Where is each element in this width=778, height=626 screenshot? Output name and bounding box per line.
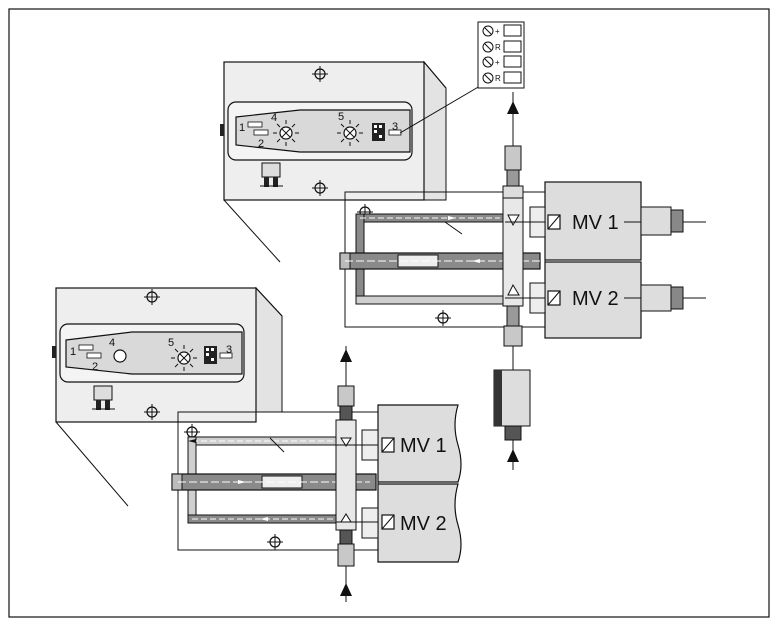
crosshair-icon — [266, 533, 284, 551]
solenoid-icon — [381, 514, 395, 530]
valve-label-mv2: MV 2 — [400, 513, 447, 535]
flow-arrow-icon — [340, 349, 352, 362]
lower-housing — [52, 286, 283, 507]
terminal-block: + R + R — [477, 21, 525, 89]
lower-pipes — [171, 436, 377, 524]
valve-label-mv1: MV 1 — [400, 435, 447, 457]
svg-text:+: + — [495, 58, 500, 67]
cable-gland-icon — [92, 385, 115, 410]
lower-valve-mv2: MV 2 — [336, 483, 462, 563]
panel-number-2: 2 — [92, 361, 98, 373]
solenoid-icon — [547, 290, 561, 306]
flow-arrow-icon — [507, 101, 519, 114]
valve-label-mv2: MV 2 — [572, 288, 619, 310]
panel-number-5: 5 — [168, 337, 174, 349]
panel-number-4: 4 — [271, 112, 277, 124]
solenoid-icon — [381, 437, 395, 453]
figure-frame — [8, 8, 770, 618]
terminal-row: + — [482, 24, 522, 37]
terminal-row: + — [482, 55, 522, 68]
lower-valve-mv1: MV 1 — [336, 404, 462, 483]
dip-switch-icon — [204, 346, 217, 364]
cable-gland-icon — [260, 162, 283, 187]
flow-arrow-icon — [507, 449, 519, 462]
solenoid-icon — [547, 214, 561, 230]
panel-number-2: 2 — [258, 138, 264, 150]
lower-vertical-fittings — [335, 346, 357, 602]
terminal-row: R — [482, 71, 522, 84]
upper-housing — [220, 60, 447, 263]
dip-switch-icon — [372, 123, 385, 141]
svg-text:R: R — [495, 43, 501, 52]
upper-front-panel: 1 2 4 5 3 — [227, 85, 481, 161]
valve-label-mv1: MV 1 — [572, 212, 619, 234]
svg-text:R: R — [495, 74, 501, 83]
upper-vertical-fittings — [493, 92, 531, 470]
upper-unit: 1 2 4 5 3 + R — [220, 21, 706, 470]
lower-front-panel: 1 2 4 5 3 — [59, 323, 245, 383]
panel-number-5: 5 — [338, 111, 344, 123]
panel-number-4: 4 — [109, 337, 115, 349]
panel-number-1: 1 — [239, 122, 245, 134]
led-icon — [113, 349, 127, 363]
terminal-row: R — [482, 40, 522, 53]
flow-arrow-icon — [340, 583, 352, 596]
upper-valve-mv1: MV 1 — [505, 181, 706, 261]
panel-number-3: 3 — [226, 344, 232, 356]
svg-text:+: + — [495, 27, 500, 36]
lower-unit: 1 2 4 5 3 — [52, 286, 462, 602]
upper-valve-mv2: MV 2 — [505, 261, 706, 339]
panel-number-1: 1 — [70, 346, 76, 358]
crosshair-icon — [434, 309, 452, 327]
panel-number-3: 3 — [392, 121, 398, 133]
upper-pipes — [339, 213, 541, 305]
